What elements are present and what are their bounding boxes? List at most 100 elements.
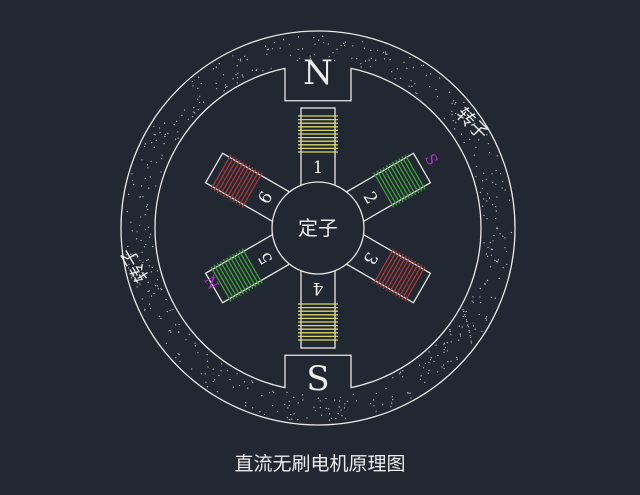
speckle-dot xyxy=(409,392,411,394)
speckle-dot xyxy=(130,277,133,279)
speckle-dot xyxy=(377,49,379,52)
speckle-dot xyxy=(314,410,316,412)
magnet-n-label: N xyxy=(303,53,333,93)
speckle-dot xyxy=(465,319,467,321)
speckle-dot xyxy=(429,359,432,361)
speckle-dot xyxy=(480,302,482,304)
speckle-dot xyxy=(403,61,405,63)
speckle-dot xyxy=(199,95,201,97)
speckle-dot xyxy=(197,109,199,111)
speckle-dot xyxy=(212,368,214,370)
speckle-dot xyxy=(464,314,466,316)
speckle-dot xyxy=(283,39,285,41)
speckle-dot xyxy=(505,250,508,253)
speckle-dot xyxy=(142,276,144,278)
speckle-dot xyxy=(144,229,146,231)
speckle-dot xyxy=(148,187,150,189)
speckle-dot xyxy=(355,400,357,402)
speckle-dot xyxy=(439,77,441,79)
speckle-dot xyxy=(146,164,148,166)
speckle-dot xyxy=(495,206,497,208)
speckle-dot xyxy=(139,224,141,227)
speckle-dot xyxy=(486,134,488,136)
speckle-dot xyxy=(473,154,475,156)
speckle-dot xyxy=(165,342,167,344)
speckle-dot xyxy=(386,53,388,55)
speckle-dot xyxy=(150,307,152,309)
speckle-dot xyxy=(462,309,464,311)
speckle-dot xyxy=(327,43,329,45)
speckle-dot xyxy=(389,59,391,61)
speckle-dot xyxy=(216,391,218,393)
speckle-dot xyxy=(483,172,485,174)
speckle-dot xyxy=(194,345,196,347)
speckle-dot xyxy=(158,127,160,129)
stator-pole-2: 2 xyxy=(343,152,432,224)
speckle-dot xyxy=(492,240,494,242)
speckle-dot xyxy=(394,78,396,80)
speckle-dot xyxy=(131,230,133,232)
speckle-dot xyxy=(222,74,225,76)
speckle-dot xyxy=(237,59,240,61)
speckle-dot xyxy=(382,404,384,406)
coil-winding xyxy=(385,165,407,201)
stator-pole-1: 1 xyxy=(298,107,338,189)
speckle-dot xyxy=(192,85,194,87)
speckle-dot xyxy=(471,124,473,126)
speckle-dot xyxy=(194,112,196,114)
speckle-dot xyxy=(411,85,413,87)
speckle-dot xyxy=(339,396,342,398)
speckle-dot xyxy=(497,261,499,263)
speckle-dot xyxy=(127,245,129,247)
speckle-dot xyxy=(299,57,301,60)
speckle-dot xyxy=(375,59,377,61)
speckle-dot xyxy=(487,193,489,195)
speckle-dot xyxy=(441,366,443,368)
speckle-dot xyxy=(232,55,234,57)
speckle-dot xyxy=(491,173,493,175)
speckle-dot xyxy=(277,410,279,413)
coil-winding xyxy=(216,262,238,299)
speckle-dot xyxy=(150,160,152,162)
coil-winding xyxy=(235,251,257,288)
speckle-dot xyxy=(237,77,239,79)
coil-winding xyxy=(232,253,254,290)
speckle-dot xyxy=(487,255,489,257)
speckle-dot xyxy=(494,297,496,299)
speckle-dot xyxy=(456,358,458,360)
speckle-dot xyxy=(197,87,199,89)
speckle-dot xyxy=(410,397,412,399)
speckle-dot xyxy=(165,298,167,301)
rotor-speckle xyxy=(125,35,512,421)
speckle-dot xyxy=(148,290,150,292)
speckle-dot xyxy=(313,37,315,39)
speckle-dot xyxy=(502,267,504,269)
speckle-dot xyxy=(504,189,506,191)
speckle-dot xyxy=(130,253,132,255)
speckle-dot xyxy=(496,196,498,198)
speckle-dot xyxy=(489,242,491,244)
speckle-dot xyxy=(482,180,484,182)
speckle-dot xyxy=(160,288,162,290)
speckle-dot xyxy=(344,41,346,43)
speckle-dot xyxy=(302,48,304,50)
coil-winding xyxy=(373,172,395,208)
speckle-dot xyxy=(144,308,146,310)
speckle-dot xyxy=(149,176,151,178)
speckle-dot xyxy=(126,211,128,213)
speckle-dot xyxy=(463,101,465,103)
pole-number: 2 xyxy=(359,188,382,207)
speckle-dot xyxy=(136,286,138,288)
speckle-dot xyxy=(259,411,261,413)
pole-5-polarity: N xyxy=(200,272,222,292)
speckle-dot xyxy=(384,51,387,53)
speckle-dot xyxy=(157,288,159,290)
speckle-dot xyxy=(443,364,445,366)
speckle-dot xyxy=(392,377,394,379)
speckle-dot xyxy=(453,100,455,102)
speckle-dot xyxy=(314,43,316,45)
speckle-dot xyxy=(149,303,151,305)
coil-winding xyxy=(379,168,401,205)
speckle-dot xyxy=(502,235,504,237)
coil-winding xyxy=(376,170,398,206)
